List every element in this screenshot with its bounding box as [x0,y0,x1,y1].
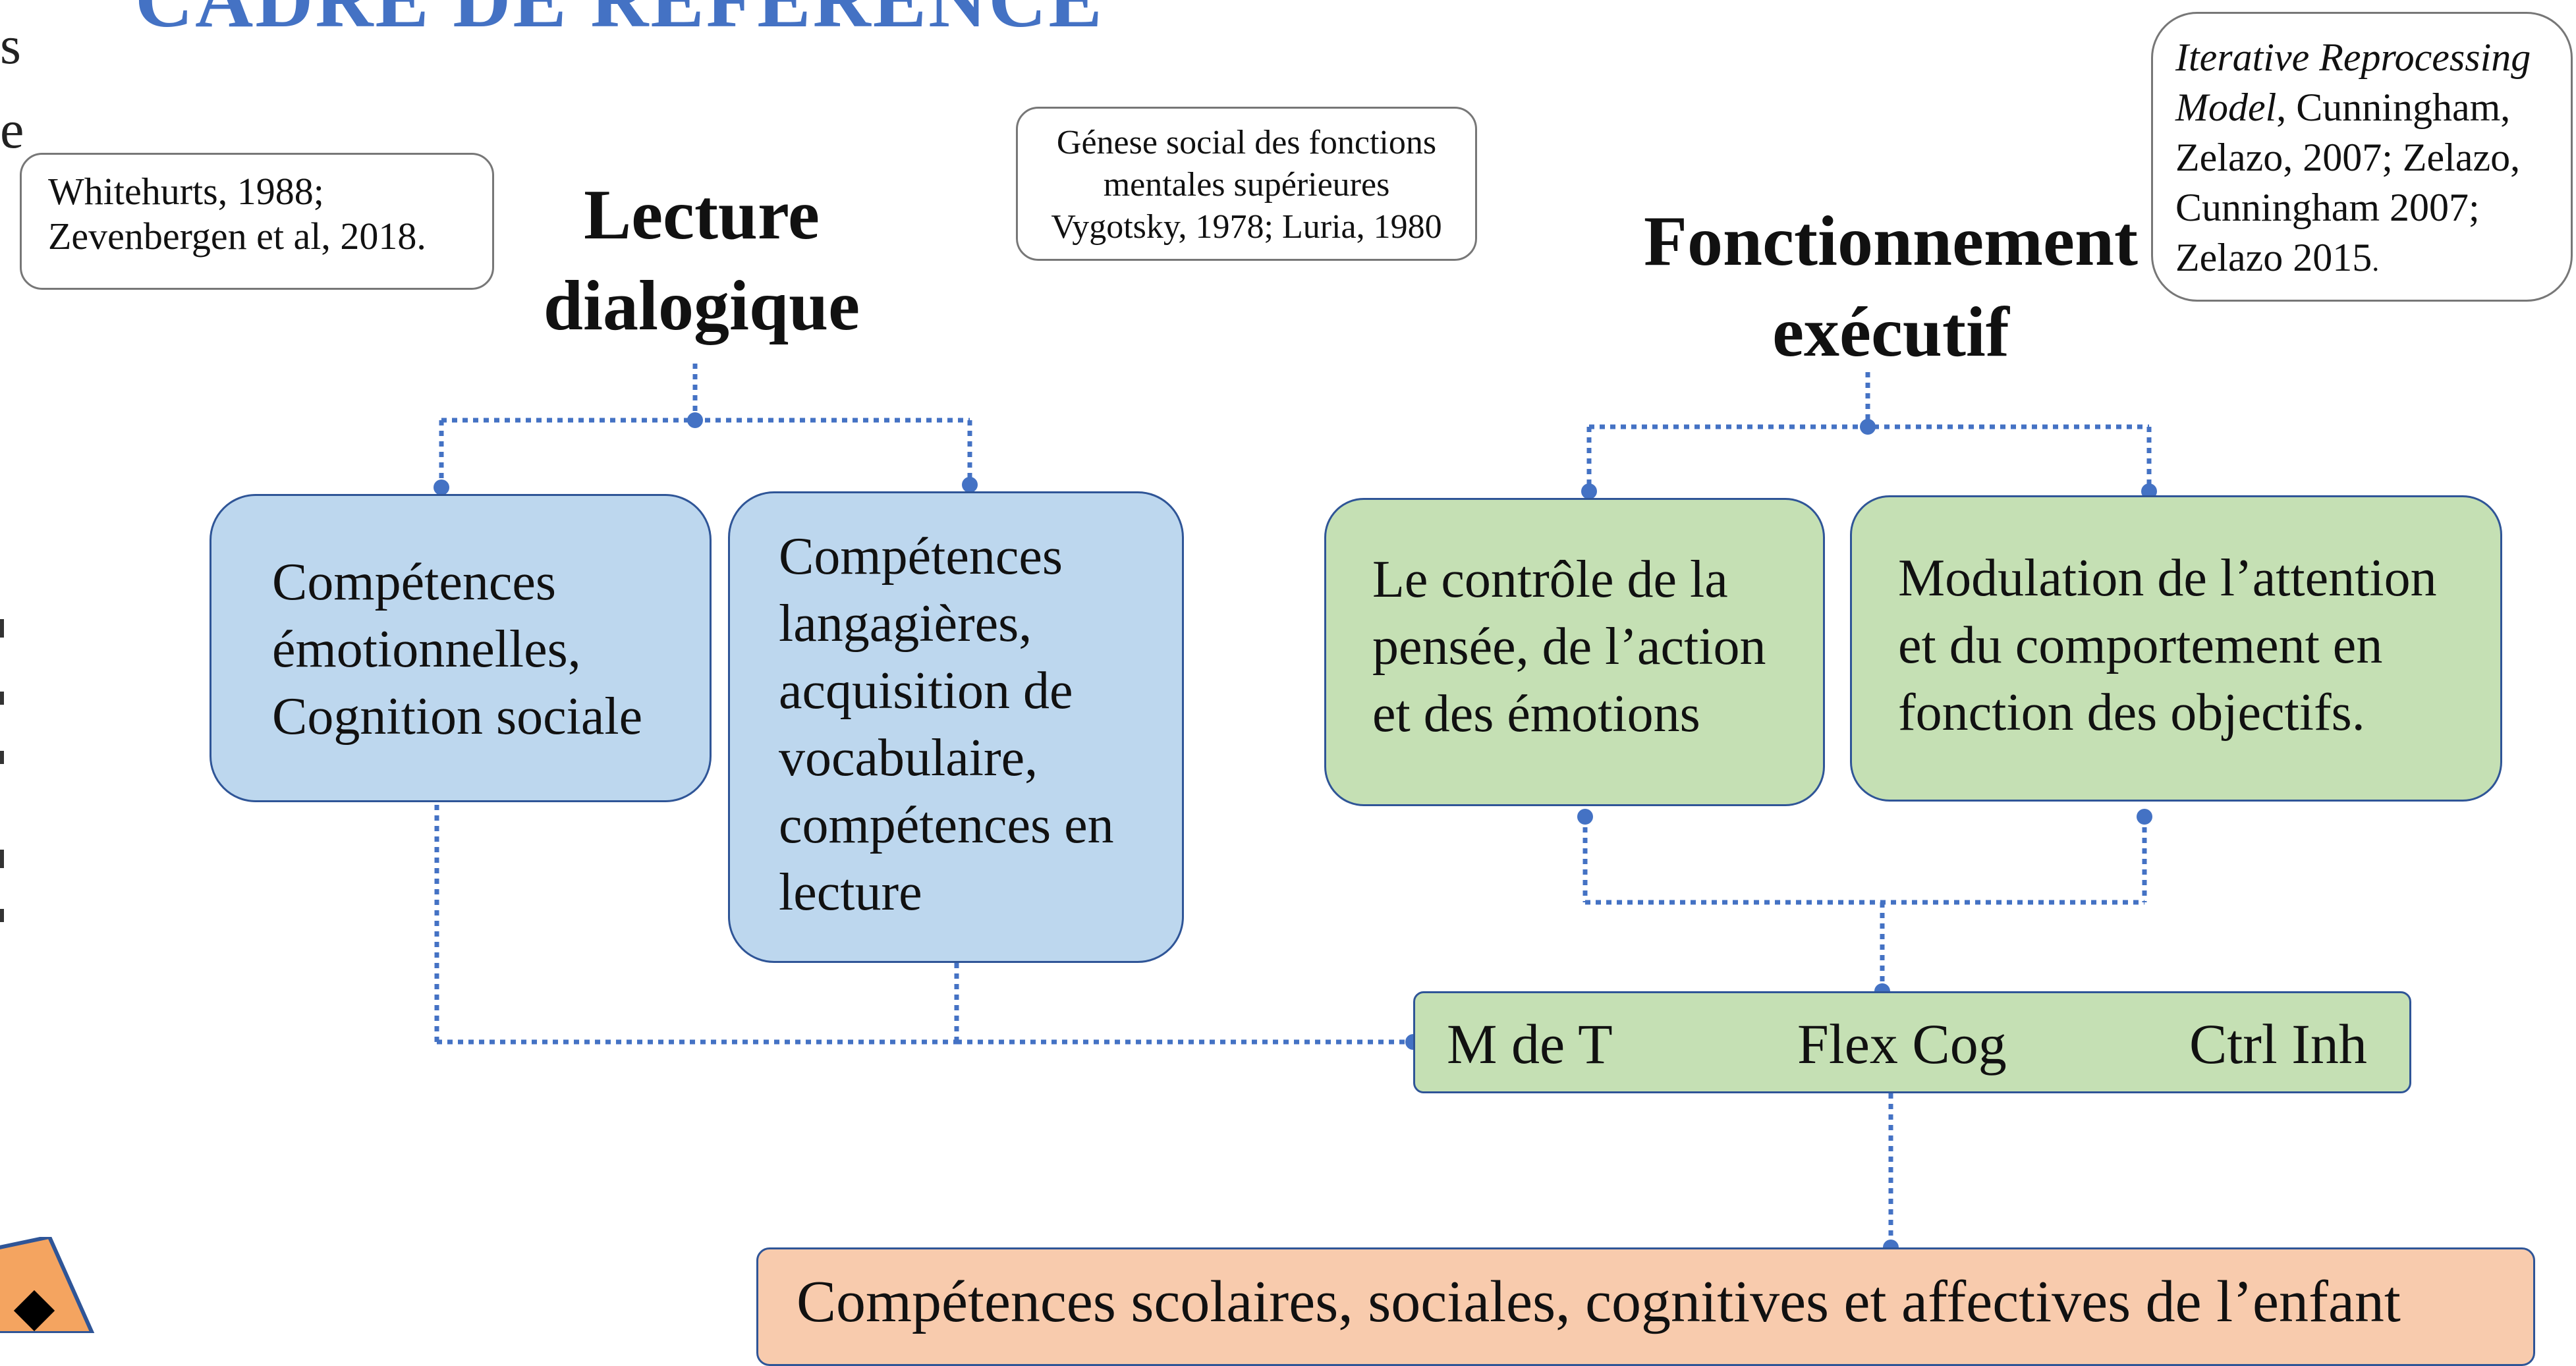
box-line: Compétences [779,528,1063,586]
heading-line: Fonctionnement [1644,202,2138,281]
reference-line: Zevenbergen et al, 2018. [48,215,426,258]
box-line: compétences en [779,796,1114,854]
page-title: CADRE DE RÉFÉRENCE [135,0,1104,46]
reference-line: Génese social des fonctions [1056,124,1437,161]
component-inhibitory-control: Ctrl Inh [2189,1012,2367,1076]
left-edge-fragments [0,619,8,962]
reference-line: Vygotsky, 1978; Luria, 1980 [1051,208,1442,246]
executive-components-bar: M de T Flex Cog Ctrl Inh [1413,991,2411,1093]
box-line: émotionnelles, [272,620,581,678]
box-line: vocabulaire, [779,729,1038,787]
reference-executive-function: Iterative Reprocessing Model, Cunningham… [2151,12,2573,302]
reference-dialogic-reading: Whitehurts, 1988; Zevenbergen et al, 201… [20,153,494,290]
heading-dialogic-reading: Lecture dialogique [501,170,903,352]
component-working-memory: M de T [1447,1012,1613,1076]
reference-authors: , Cunningham, Zelazo, 2007; Zelazo, Cunn… [2175,86,2521,279]
reference-line: mentales supérieures [1103,166,1390,204]
reference-model-name: Iterative Reprocessing Model [2175,36,2531,129]
box-line: Modulation de l’attention [1898,549,2437,607]
box-control-thought: Le contrôle de la pensée, de l’action et… [1324,498,1825,806]
box-attention-modulation: Modulation de l’attention et du comporte… [1850,495,2502,802]
box-line: langagières, [779,595,1032,653]
connector-lines [434,364,2157,1255]
box-line: Cognition sociale [272,688,643,746]
box-line: acquisition de [779,662,1073,720]
box-emotional-skills: Compétences émotionnelles, Cognition soc… [210,494,712,802]
reference-vygotsky: Génese social des fonctions mentales sup… [1016,107,1477,261]
box-line: Compétences [272,553,556,611]
box-line: et du comportement en [1898,616,2383,674]
box-line: et des émotions [1372,685,1700,743]
box-line: Le contrôle de la [1372,551,1728,609]
box-line: fonction des objectifs. [1898,684,2365,742]
reference-line: Whitehurts, 1988; [48,170,324,213]
box-line: pensée, de l’action [1372,618,1766,676]
reference-dot: . [2372,245,2380,277]
heading-executive-function: Fonctionnement exécutif [1535,196,2247,378]
heading-line: dialogique [543,267,860,345]
left-edge-letter-e: e [0,99,24,159]
outcome-box: Compétences scolaires, sociales, cogniti… [756,1247,2535,1366]
box-line: lecture [779,863,922,921]
box-language-skills: Compétences langagières, acquisition de … [728,491,1184,963]
left-edge-letter-s: s [0,15,21,75]
heading-line: Lecture [584,176,820,254]
component-cognitive-flexibility: Flex Cog [1797,1012,2007,1076]
heading-line: exécutif [1772,293,2009,371]
logo-fragment [0,1237,95,1333]
